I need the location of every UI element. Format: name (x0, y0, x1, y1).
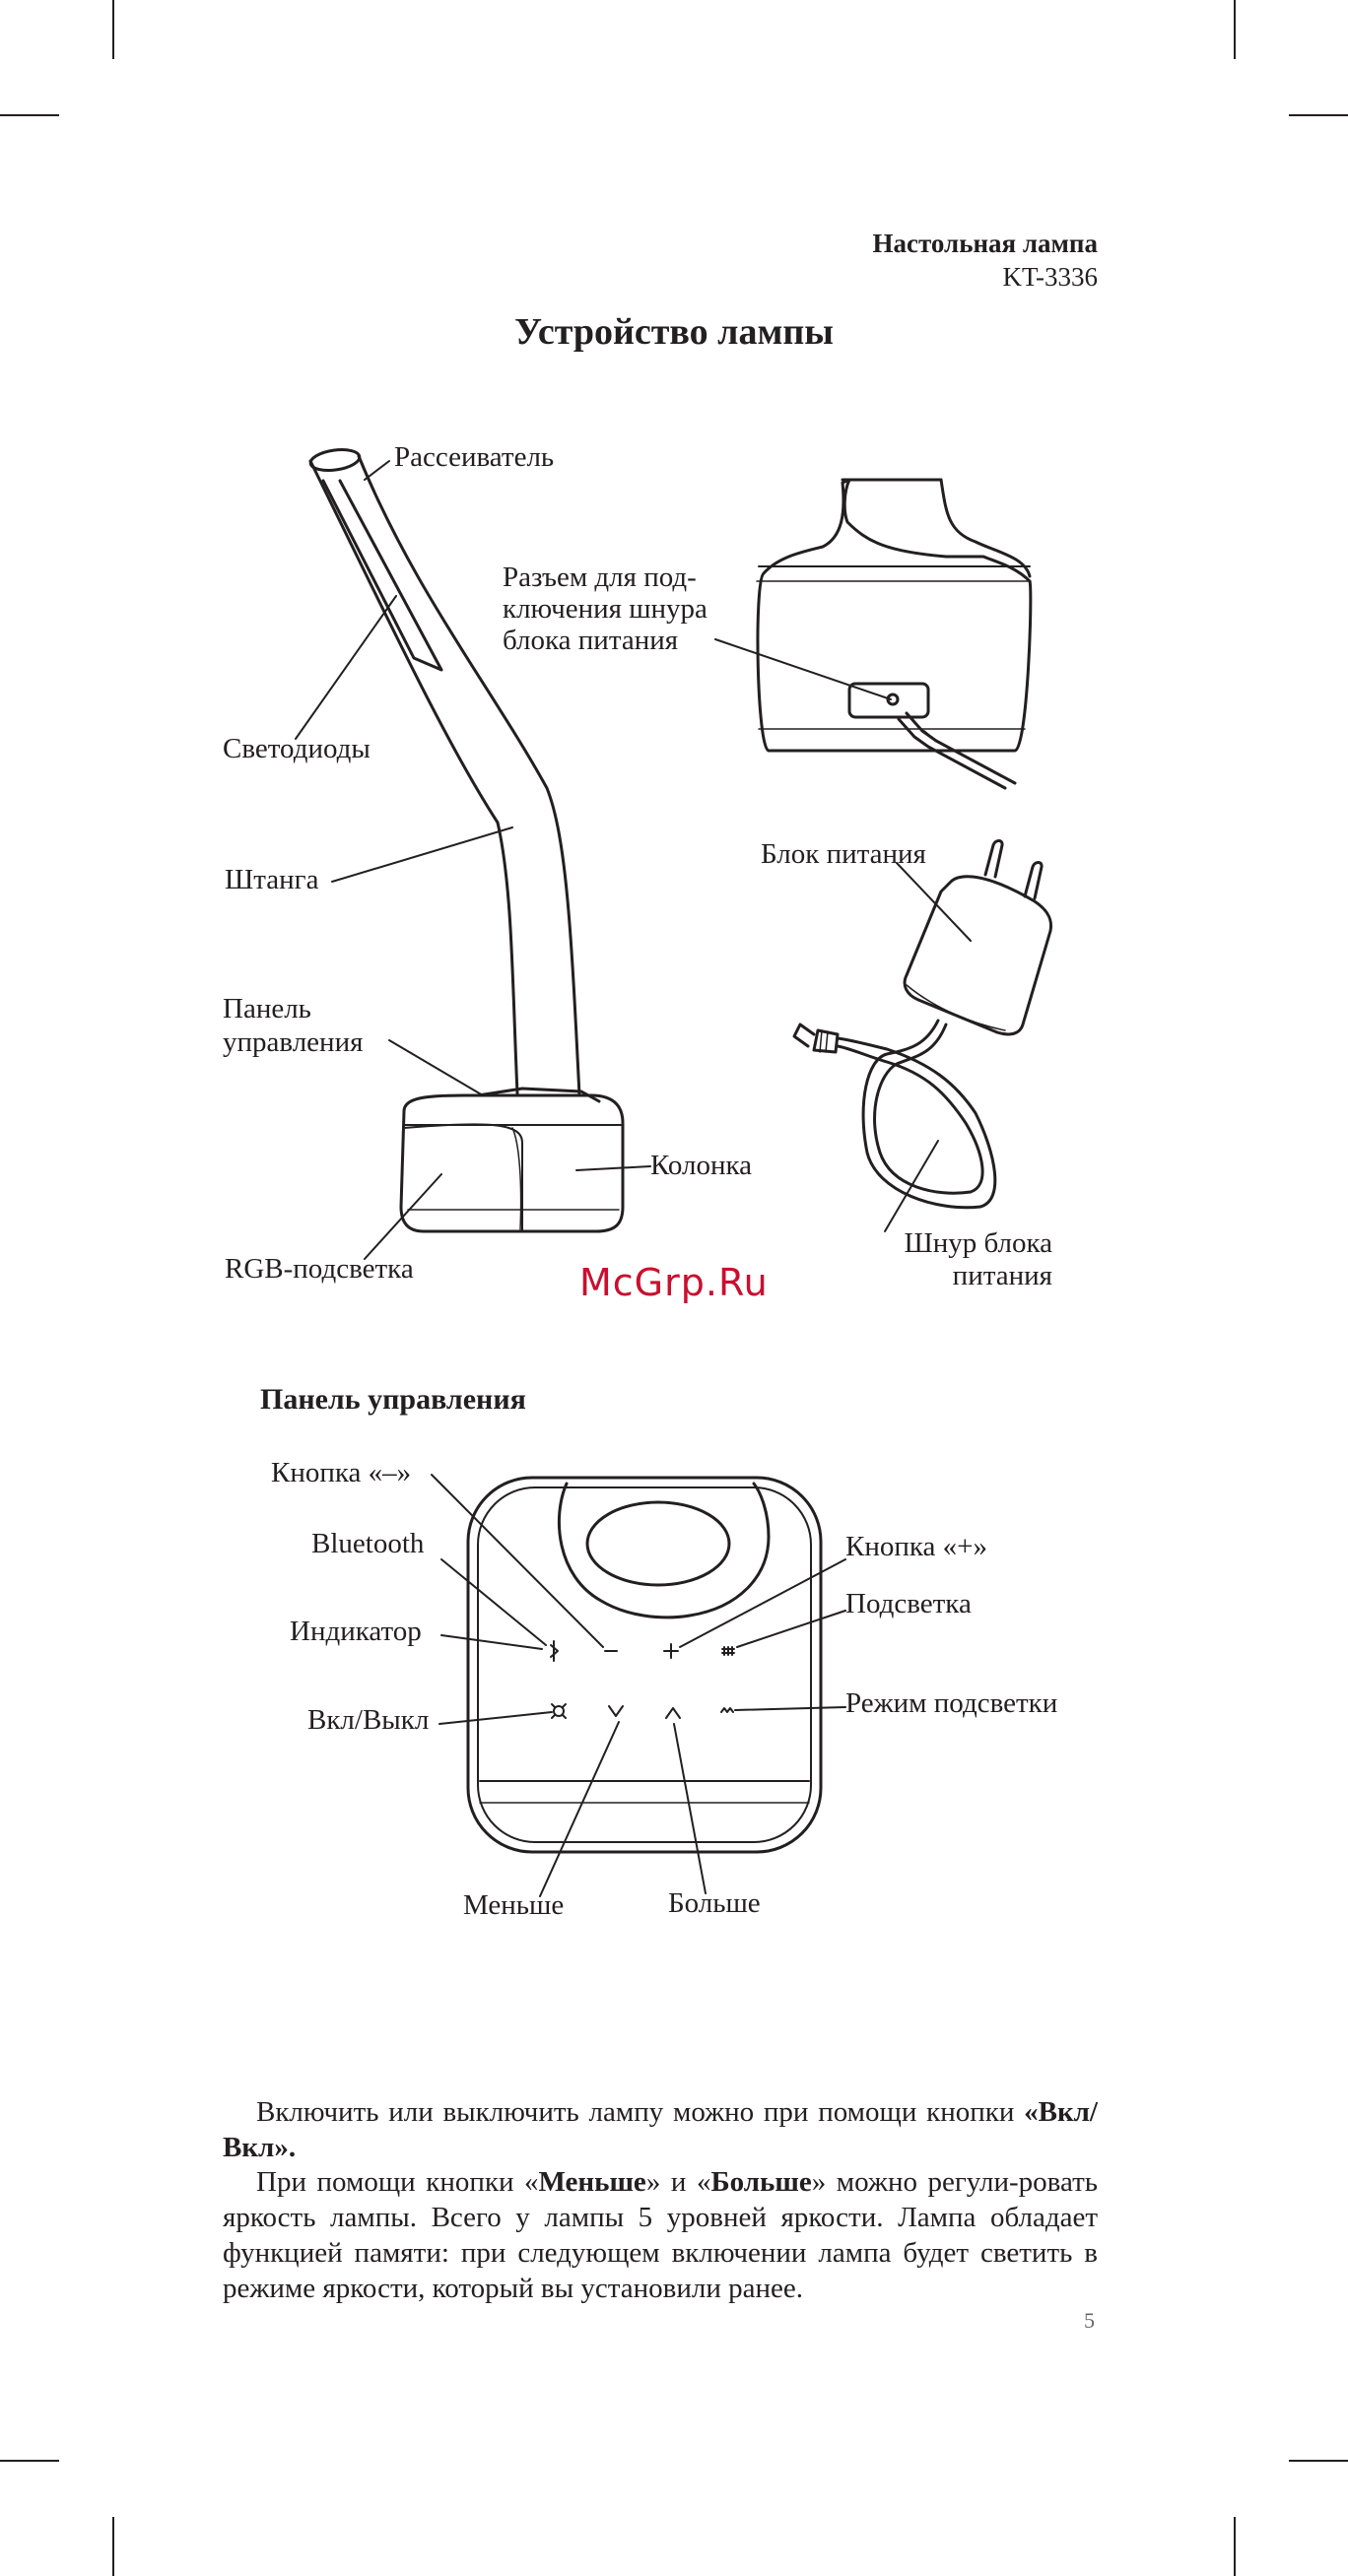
base-back-illustration (756, 478, 1033, 790)
label-backlight-mode: Режим подсветки (845, 1687, 1058, 1719)
lamp-illustration (308, 448, 625, 1233)
crop-mark (0, 2460, 59, 2462)
model-number: KT-3336 (1002, 262, 1098, 292)
backlight-icon (721, 1646, 735, 1656)
label-indicator: Индикатор (290, 1616, 422, 1647)
power-icon (553, 1705, 565, 1717)
label-rgb: RGB-подсветка (225, 1253, 414, 1285)
label-socket-line1: Разъем для под- (503, 561, 697, 593)
label-minus-button: Кнопка «–» (271, 1457, 412, 1488)
power-adapter-illustration (792, 839, 1053, 1210)
panel-buttons (550, 1640, 735, 1719)
label-rod: Штанга (225, 864, 319, 895)
crop-mark (112, 2517, 114, 2576)
label-backlight: Подсветка (845, 1588, 972, 1619)
crop-mark (1289, 114, 1348, 116)
socket-leader (714, 638, 892, 700)
crop-mark (0, 114, 59, 116)
label-psu: Блок питания (761, 838, 926, 870)
label-bluetooth: Bluetooth (311, 1528, 425, 1559)
watermark: McGrp.Ru (579, 1261, 769, 1304)
page-title: Устройство лампы (514, 311, 834, 353)
less-icon (608, 1705, 624, 1717)
label-diffuser: Рассеиватель (394, 441, 555, 473)
label-panel-line1: Панель (223, 993, 311, 1024)
plus-icon (663, 1643, 679, 1659)
label-plus-button: Кнопка «+» (845, 1531, 988, 1562)
label-cord-line1: Шнур блока (904, 1227, 1052, 1259)
more-icon (665, 1707, 681, 1719)
paragraph-power: Включить или выключить лампу можно при п… (223, 2096, 1098, 2163)
lamp-leaders (295, 460, 651, 1260)
label-less: Меньше (463, 1889, 565, 1921)
crop-mark (112, 0, 114, 59)
control-panel-illustration (466, 1476, 823, 1854)
label-cord-line2: питания (952, 1260, 1052, 1291)
crop-mark (1289, 2460, 1348, 2462)
crop-mark (1234, 2517, 1236, 2576)
backlight-mode-icon (720, 1707, 734, 1713)
label-leds: Светодиоды (223, 733, 371, 764)
label-power: Вкл/Выкл (307, 1704, 430, 1736)
section-heading-control-panel: Панель управления (260, 1383, 526, 1416)
bluetooth-icon (550, 1640, 559, 1662)
product-name: Настольная лампа (872, 229, 1098, 258)
label-socket-line2: ключения шнура (503, 593, 708, 625)
label-panel-line2: управления (223, 1026, 364, 1058)
paragraph-brightness: При помощи кнопки «Меньше» и «Больше» мо… (223, 2166, 1098, 2304)
adapter-leaders (884, 862, 972, 1232)
label-socket-line3: блока питания (503, 625, 679, 656)
crop-mark (1234, 0, 1236, 59)
page-number: 5 (1084, 2308, 1095, 2333)
label-more: Больше (668, 1887, 761, 1919)
label-speaker: Колонка (650, 1150, 753, 1181)
panel-leaders (431, 1474, 846, 1897)
